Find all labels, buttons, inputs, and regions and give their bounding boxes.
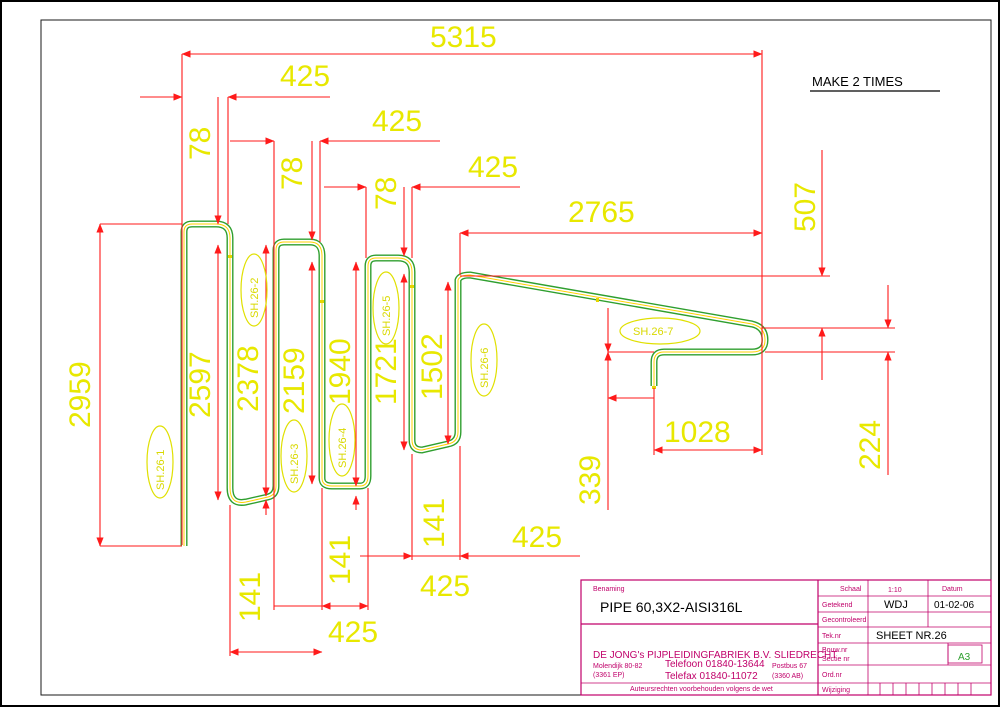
dim-425-c: 425 <box>468 151 518 184</box>
dim-425-a: 425 <box>280 60 330 93</box>
company-postbus-code: (3360 AB) <box>772 673 803 680</box>
spool-tag-4 <box>328 403 356 477</box>
dim-425-bot-left: 425 <box>328 616 378 649</box>
spool-label-4: SH.26-4 <box>337 428 349 468</box>
spool-tag-5 <box>372 271 400 345</box>
dim-2959: 2959 <box>64 361 97 428</box>
schaal-label: Schaal <box>840 586 862 593</box>
spool-tag-2 <box>240 253 268 327</box>
dim-141-mid: 141 <box>324 535 357 585</box>
company-name: DE JONG's PIJPLEIDINGFABRIEK B.V. SLIEDR… <box>593 650 837 661</box>
dim-141-left: 141 <box>234 572 267 622</box>
company-postbus: Postbus 67 <box>772 663 807 670</box>
dim-2597: 2597 <box>184 351 217 418</box>
dim-141-right: 141 <box>418 498 451 548</box>
pipe-center <box>183 223 766 546</box>
dim-425-b: 425 <box>372 105 422 138</box>
dim-78-b: 78 <box>276 157 309 190</box>
dim-2378: 2378 <box>232 345 265 412</box>
dim-78-a: 78 <box>184 127 217 160</box>
getekend-value: WDJ <box>884 599 908 611</box>
benaming-label: Benaming <box>593 586 625 593</box>
company-postcode: (3361 EP) <box>593 672 625 679</box>
dim-78-c: 78 <box>370 177 403 210</box>
part-description: PIPE 60,3X2-AISI316L <box>600 599 743 615</box>
spool-label-6: SH.26-6 <box>479 348 491 388</box>
company-phone: Telefoon 01840-13644 <box>665 659 765 670</box>
title-block: Benaming PIPE 60,3X2-AISI316L DE JONG's … <box>580 579 992 696</box>
ordnr-label: Ord.nr <box>822 672 843 679</box>
dim-224: 224 <box>854 420 887 470</box>
sectienr-label: Sectie nr <box>822 656 850 663</box>
spool-tag-6 <box>470 323 498 397</box>
spool-label-3: SH.26-3 <box>289 444 301 484</box>
dim-1028: 1028 <box>664 416 731 449</box>
spool-tags: SH.26-1 SH.26-2 SH.26-3 SH.26-4 SH.26-5 … <box>146 253 701 499</box>
company-fax: Telefax 01840-11072 <box>665 671 758 682</box>
spool-label-7: SH.26-7 <box>633 326 673 338</box>
bouwnr-label: Bouw.nr <box>822 647 848 654</box>
spool-tag-1 <box>146 425 174 499</box>
make-times-note: MAKE 2 TIMES <box>812 74 903 89</box>
dim-425-bot-mid: 425 <box>420 570 470 603</box>
teknr-label: Tek.nr <box>822 633 842 640</box>
dim-2159: 2159 <box>278 347 311 414</box>
copyright-notice: Auteursrechten voorbehouden volgens de w… <box>630 686 773 693</box>
pipe-route <box>180 220 769 546</box>
sheet-number: SHEET NR.26 <box>876 630 947 642</box>
schaal-value: 1:10 <box>888 587 902 594</box>
dim-1502: 1502 <box>416 333 449 400</box>
spool-tag-3 <box>280 419 308 493</box>
gecontroleerd-label: Gecontroleerd <box>822 617 866 624</box>
dim-1940: 1940 <box>324 338 357 405</box>
datum-value: 01-02-06 <box>934 600 974 611</box>
datum-label: Datum <box>942 586 963 593</box>
dimension-labels: 5315 425 425 425 2765 78 78 78 507 2959 … <box>64 21 887 649</box>
dim-425-bot-right: 425 <box>512 521 562 554</box>
dimension-lines <box>96 50 895 656</box>
dim-5315: 5315 <box>430 21 497 54</box>
spool-label-5: SH.26-5 <box>381 296 393 336</box>
spool-label-2: SH.26-2 <box>249 278 261 318</box>
sheet-format: A3 <box>958 652 971 663</box>
getekend-label: Getekend <box>822 602 852 609</box>
wijziging-label: Wijziging <box>822 687 850 694</box>
company-address: Molendijk 80-82 <box>593 663 643 670</box>
spool-tag-7 <box>619 317 701 345</box>
dim-507: 507 <box>789 182 822 232</box>
spool-label-1: SH.26-1 <box>155 450 167 490</box>
inner-border <box>40 19 992 696</box>
weld-markers <box>228 255 656 389</box>
dim-2765: 2765 <box>568 196 635 229</box>
dim-339: 339 <box>574 455 607 505</box>
dim-1721: 1721 <box>370 338 403 405</box>
